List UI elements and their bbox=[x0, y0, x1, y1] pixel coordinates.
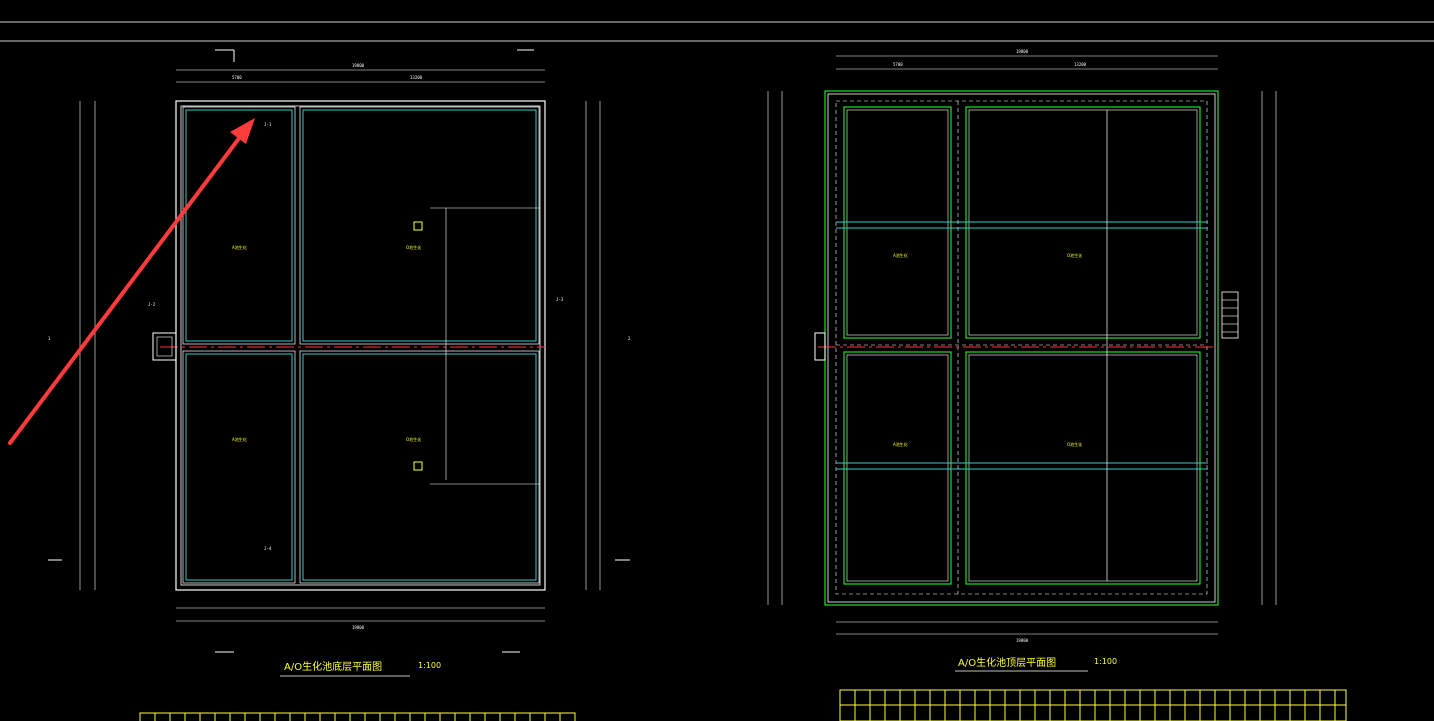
right-room-label-3: A池生化 bbox=[893, 441, 908, 447]
right-cell-br-wall bbox=[968, 354, 1198, 582]
left-section-label-2: 2 bbox=[628, 336, 631, 341]
right-floor-plan[interactable]: 19800 5700 13200 19800 A池生化 O池生化 A池生化 O池… bbox=[767, 49, 1277, 672]
left-room-label-4: O池生化 bbox=[406, 436, 421, 442]
left-plan-title: A/O生化池底层平面图 bbox=[284, 660, 382, 673]
left-detail-label-1: J-1 bbox=[264, 122, 272, 127]
right-plan-title: A/O生化池顶层平面图 bbox=[958, 656, 1056, 669]
right-room-label-2: O池生化 bbox=[1067, 252, 1082, 258]
left-cell-tr-wall bbox=[299, 106, 540, 345]
right-dim-right-zone: 13200 bbox=[1074, 62, 1087, 67]
left-cell-bl-wall bbox=[182, 350, 296, 584]
left-outer-wall bbox=[175, 100, 546, 591]
left-room-label-3: A池生化 bbox=[232, 436, 247, 442]
left-inlet-box-inner bbox=[156, 336, 173, 357]
left-cell-tr bbox=[302, 109, 537, 342]
right-stair bbox=[1221, 291, 1239, 339]
left-dim-overall-bottom: 19800 bbox=[352, 625, 365, 630]
right-bottom-grid-ticks bbox=[839, 690, 1336, 721]
left-cell-tl-wall bbox=[182, 106, 296, 345]
right-cell-bl-wall bbox=[846, 354, 949, 582]
left-plan-scale: 1:100 bbox=[418, 661, 441, 670]
right-plan-scale: 1:100 bbox=[1094, 657, 1117, 666]
right-dim-left-zone: 5700 bbox=[893, 62, 903, 67]
right-room-label-4: O池生化 bbox=[1067, 441, 1082, 447]
right-cell-br bbox=[965, 351, 1201, 585]
left-cell-br bbox=[302, 353, 537, 581]
bottom-partial-drawings bbox=[139, 689, 1347, 721]
red-pointer-arrow bbox=[8, 118, 255, 445]
left-room-label-1: A池生化 bbox=[232, 244, 247, 250]
left-cell-bl bbox=[185, 353, 293, 581]
right-dim-overall-bottom: 19800 bbox=[1016, 638, 1029, 643]
right-outer-green-wall bbox=[824, 90, 1219, 606]
right-dim-overall: 19800 bbox=[1016, 49, 1029, 54]
left-floor-plan[interactable]: 19800 5700 13200 19800 A池生化 O池生化 A池生化 O池… bbox=[48, 49, 631, 677]
left-dim-left-zone: 5700 bbox=[232, 75, 242, 80]
left-section-label-1: 1 bbox=[48, 336, 51, 341]
left-dim-right-zone: 13200 bbox=[410, 75, 423, 80]
left-detail-label-3: J-3 bbox=[556, 297, 564, 302]
right-cell-bl bbox=[843, 351, 952, 585]
right-room-label-1: A池生化 bbox=[893, 252, 908, 258]
left-cell-tl bbox=[185, 109, 293, 342]
left-detail-label-4: J-4 bbox=[264, 546, 272, 551]
left-hatch-lower bbox=[413, 461, 423, 471]
left-outer-wall-inner bbox=[180, 105, 541, 586]
left-bottom-grid bbox=[139, 712, 576, 721]
left-dim-overall: 19800 bbox=[352, 63, 365, 68]
left-inlet-box bbox=[152, 332, 177, 361]
left-cell-br-wall bbox=[299, 350, 540, 584]
left-hatch-upper bbox=[413, 221, 423, 231]
right-inlet-box bbox=[814, 332, 826, 361]
left-detail-label-2: J-2 bbox=[148, 302, 156, 307]
right-outer-white-wall bbox=[827, 93, 1216, 603]
left-room-label-2: O池生化 bbox=[406, 244, 421, 250]
